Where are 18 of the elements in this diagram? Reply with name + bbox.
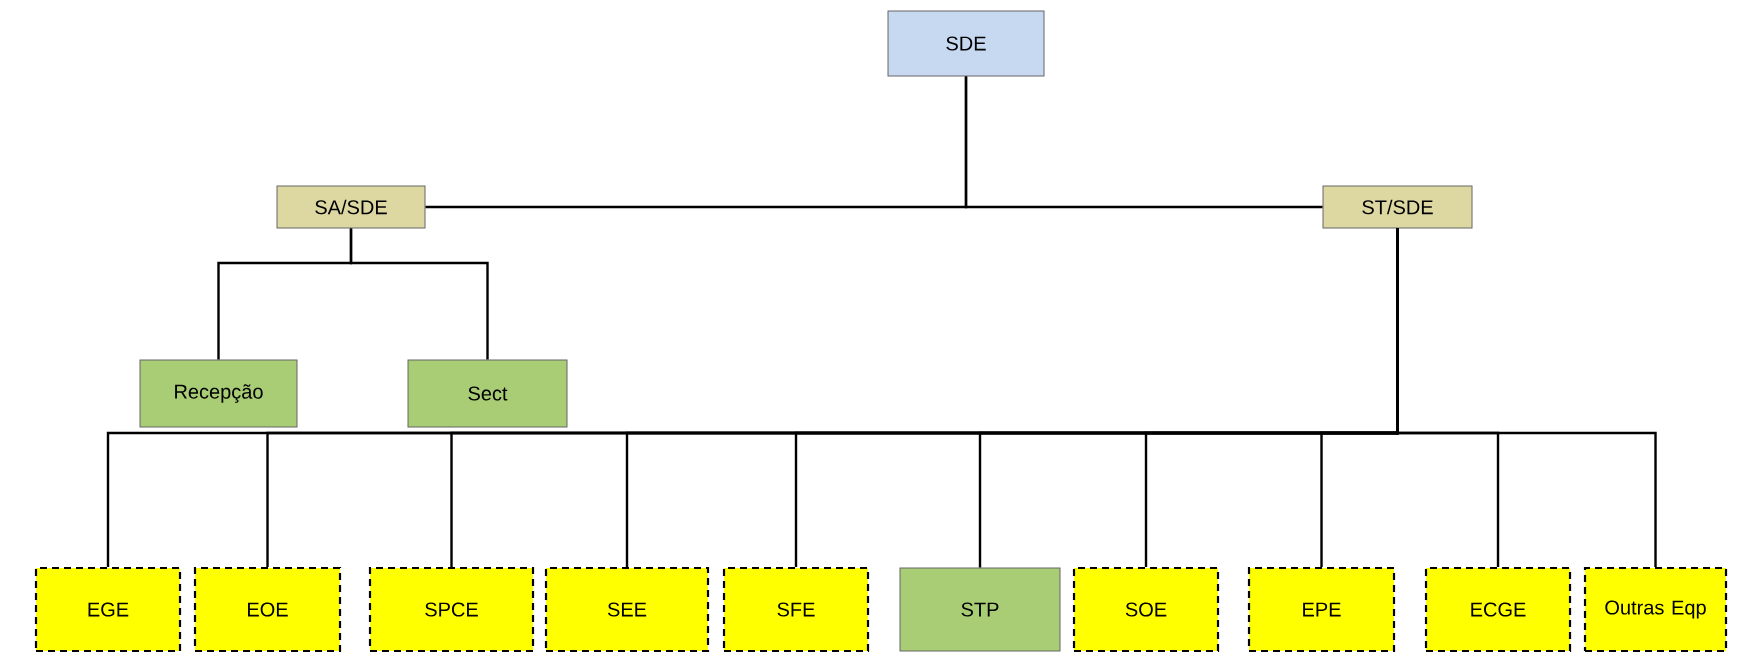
- dashed-org-box: SOE: [1072, 566, 1220, 653]
- connector-line: [964, 76, 1323, 209]
- connector-line: [1396, 228, 1657, 567]
- connector-line: [349, 228, 489, 360]
- org-box: Recepção: [139, 359, 298, 428]
- dashed-org-box: ECGE: [1424, 566, 1572, 653]
- org-box: SA/SDE: [276, 185, 426, 229]
- org-box: STP: [899, 567, 1061, 652]
- dashed-org-box: SEE: [544, 566, 710, 653]
- dashed-org-box: Outras Eqp: [1583, 566, 1728, 653]
- dashed-org-box: EGE: [34, 566, 182, 653]
- org-box: SDE: [887, 10, 1045, 77]
- dashed-org-box: SFE: [722, 566, 870, 653]
- org-box: Sect: [407, 359, 568, 428]
- dashed-org-box: EPE: [1247, 566, 1396, 653]
- org-box: ST/SDE: [1322, 185, 1473, 229]
- dashed-org-box: EOE: [193, 566, 342, 653]
- dashed-org-box: SPCE: [368, 566, 535, 653]
